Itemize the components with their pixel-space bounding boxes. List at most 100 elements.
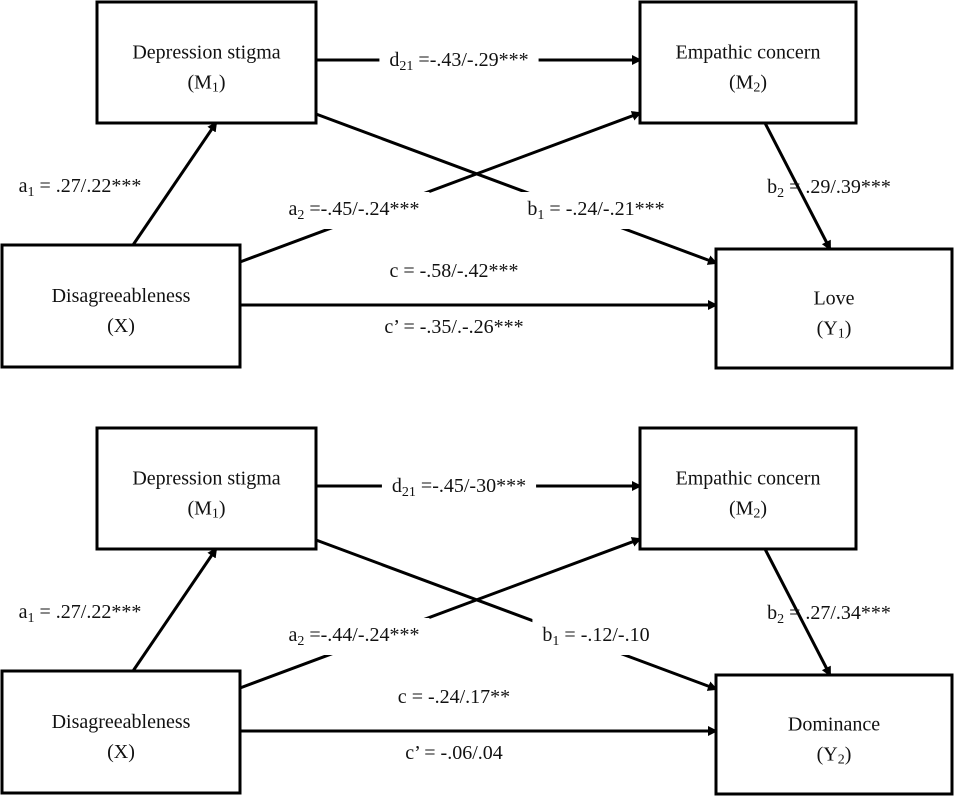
path-subscript: 2 (777, 612, 784, 627)
path-value: = -.58/-.42*** (398, 260, 518, 282)
node-box (714, 247, 954, 370)
node-name: Love (813, 288, 854, 310)
path-value: = -.12/-.10 (559, 624, 649, 646)
path-arrow-a1 (131, 121, 218, 246)
node-code: (M2) (729, 72, 767, 96)
node-name: Disagreeableness (52, 285, 191, 307)
path-value: = -.06/.04 (419, 742, 503, 764)
path-subscript: 2 (297, 208, 304, 223)
path-value: = .27/.34*** (784, 602, 891, 624)
node-name: Dominance (788, 714, 880, 736)
node-code: (M1) (187, 498, 225, 522)
label-background (517, 192, 675, 229)
node-code: (M2) (729, 498, 767, 522)
path-value: = .27/.22*** (35, 175, 142, 197)
path-symbol: b (767, 602, 777, 624)
path-symbol: c’ (405, 742, 419, 764)
path-label-c: c = -.24/.17** (398, 686, 510, 708)
path-arrow-a2 (239, 537, 642, 690)
path-label-a1: a1 = .27/.22*** (19, 601, 142, 626)
node-code: (Y2) (817, 744, 852, 768)
path-arrow-b1 (315, 538, 718, 691)
path-label-d21: d21 =-.43/-.29*** (389, 49, 528, 74)
path-label-cp: c’ = -.06/.04 (405, 742, 503, 764)
node-m1: Depression stigma (M1) (95, 426, 318, 551)
path-label-a1: a1 = .27/.22*** (19, 175, 142, 200)
path-value: =-.43/-.29*** (413, 49, 528, 71)
path-subscript: 2 (777, 186, 784, 201)
path-value: = -.24/-.21*** (544, 198, 664, 220)
path-subscript: 1 (537, 208, 544, 223)
path-arrow-b1 (315, 112, 718, 265)
path-symbol: d (389, 49, 399, 71)
path-subscript: 1 (28, 611, 35, 626)
node-name: Depression stigma (132, 42, 280, 64)
node-code: (X) (107, 315, 135, 337)
path-symbol: d (392, 475, 402, 497)
node-box (714, 673, 954, 796)
path-value: = -.35/.-.26*** (398, 316, 523, 338)
path-label-a2: a2 =-.45/-.24*** (288, 198, 419, 223)
node-box (638, 426, 858, 551)
node-box (95, 426, 318, 551)
path-value: = -.24/.17** (407, 686, 511, 708)
path-symbol: c’ (384, 316, 398, 338)
node-m2: Empathic concern (M2) (638, 0, 858, 125)
path-subscript: 21 (399, 59, 413, 74)
path-arrow-a1 (131, 547, 218, 672)
path-symbol: c (398, 686, 407, 708)
path-arrow-a2 (239, 111, 642, 264)
path-symbol: a (288, 198, 297, 220)
node-box (0, 669, 242, 795)
path-label-d21: d21 =-.45/-30*** (392, 475, 526, 500)
path-label-cp: c’ = -.35/.-.26*** (384, 316, 523, 338)
path-symbol: b (527, 198, 537, 220)
path-subscript: 1 (552, 634, 559, 649)
path-label-b2: b2 = .27/.34*** (767, 602, 891, 627)
node-m1: Depression stigma (M1) (95, 0, 318, 125)
path-symbol: a (19, 601, 28, 623)
node-code: (Y1) (817, 318, 852, 342)
label-background (532, 618, 660, 655)
node-y: Love (Y1) (714, 247, 954, 370)
path-symbol: a (288, 624, 297, 646)
path-label-b1: b1 = -.12/-.10 (542, 624, 649, 649)
node-y: Dominance (Y2) (714, 673, 954, 796)
path-label-b2: b2 = .29/.39*** (767, 176, 891, 201)
path-arrow-b2 (763, 122, 832, 251)
path-symbol: c (389, 260, 398, 282)
path-label-a2: a2 =-.44/-.24*** (288, 624, 419, 649)
path-label-b1: b1 = -.24/-.21*** (527, 198, 664, 223)
node-code: (M1) (187, 72, 225, 96)
node-name: Empathic concern (676, 468, 821, 490)
label-background (381, 469, 537, 506)
label-background (379, 43, 539, 80)
node-box (638, 0, 858, 125)
path-value: = .29/.39*** (784, 176, 891, 198)
path-value: = .27/.22*** (35, 601, 142, 623)
node-x: Disagreeableness (X) (0, 669, 242, 795)
panel-love: a1 = .27/.22***a2 =-.45/-.24***b1 = -.24… (0, 0, 954, 370)
path-value: =-.45/-30*** (416, 475, 526, 497)
node-name: Depression stigma (132, 468, 280, 490)
path-symbol: b (767, 176, 777, 198)
path-symbol: a (19, 175, 28, 197)
label-background (278, 618, 430, 655)
path-value: =-.45/-.24*** (304, 198, 419, 220)
node-name: Disagreeableness (52, 711, 191, 733)
path-value: =-.44/-.24*** (304, 624, 419, 646)
path-subscript: 21 (402, 485, 416, 500)
label-background (278, 192, 430, 229)
path-symbol: b (542, 624, 552, 646)
node-m2: Empathic concern (M2) (638, 426, 858, 551)
node-code: (X) (107, 741, 135, 763)
node-x: Disagreeableness (X) (0, 243, 242, 369)
path-subscript: 1 (28, 185, 35, 200)
node-name: Empathic concern (676, 42, 821, 64)
path-arrow-b2 (763, 548, 832, 677)
path-label-c: c = -.58/-.42*** (389, 260, 518, 282)
panel-dominance: a1 = .27/.22***a2 =-.44/-.24***b1 = -.12… (0, 426, 954, 796)
node-box (0, 243, 242, 369)
node-box (95, 0, 318, 125)
